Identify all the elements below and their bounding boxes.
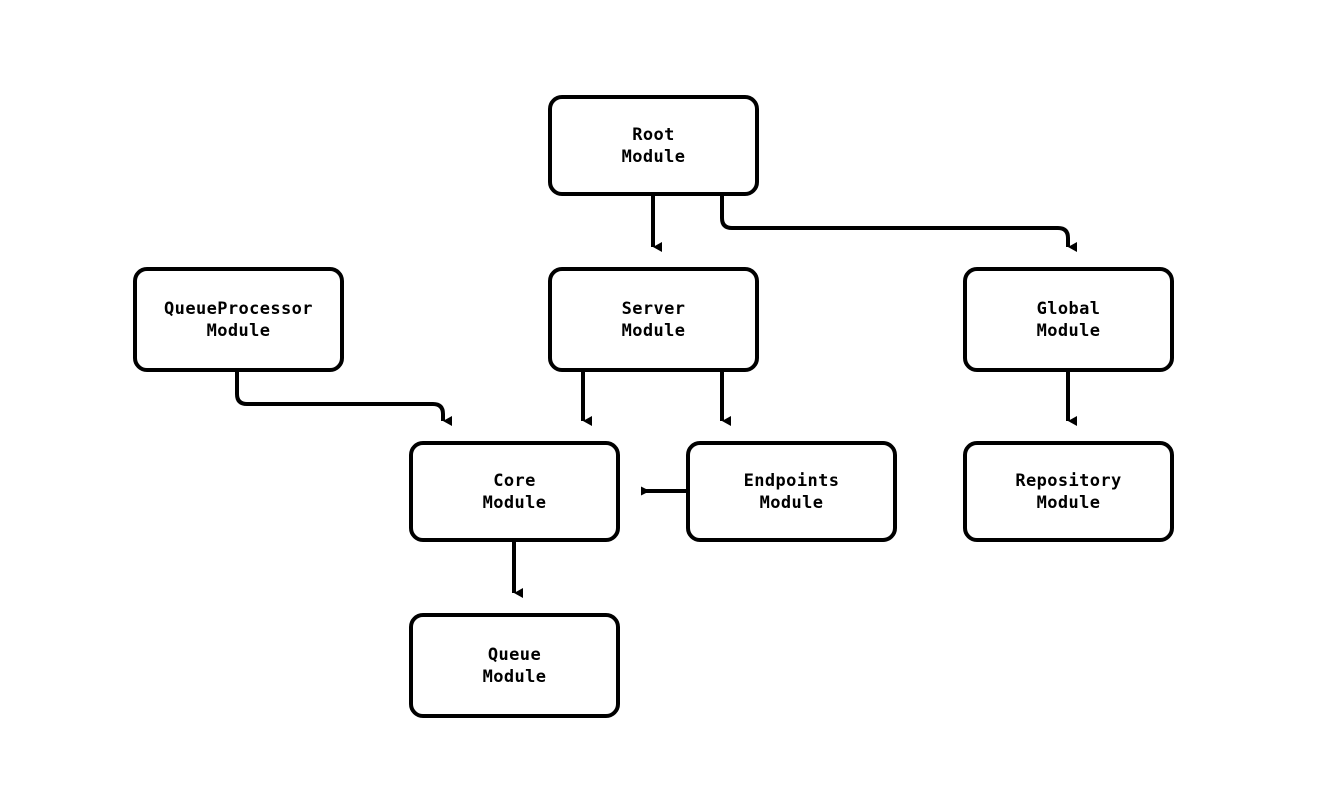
node-queue-module-name: Queue [487,644,542,665]
node-queue-module[interactable]: Queue Module [409,613,620,718]
node-repository-module-name: Repository [1015,470,1122,491]
node-core-module-name: Core [493,470,536,491]
node-queueprocessor-module-name: QueueProcessor [164,298,313,319]
node-queueprocessor-module-suffix: Module [206,320,271,341]
node-queue-module-suffix: Module [482,666,547,687]
node-repository-module[interactable]: Repository Module [963,441,1174,542]
node-server-module[interactable]: Server Module [548,267,759,372]
node-root-module-suffix: Module [621,146,686,167]
node-server-module-suffix: Module [621,320,686,341]
node-endpoints-module-name: Endpoints [743,470,840,491]
edge-root-to-global [720,196,1077,252]
node-queueprocessor-module[interactable]: QueueProcessor Module [133,267,344,372]
edge-queueprocessor-to-core [235,372,452,426]
node-endpoints-module[interactable]: Endpoints Module [686,441,897,542]
node-core-module[interactable]: Core Module [409,441,620,542]
node-core-module-suffix: Module [482,492,547,513]
node-root-module[interactable]: Root Module [548,95,759,196]
node-global-module-suffix: Module [1036,320,1101,341]
node-global-module-name: Global [1036,298,1101,319]
node-endpoints-module-suffix: Module [759,492,824,513]
node-repository-module-suffix: Module [1036,492,1101,513]
node-server-module-name: Server [621,298,686,319]
node-root-module-name: Root [632,124,675,145]
node-global-module[interactable]: Global Module [963,267,1174,372]
